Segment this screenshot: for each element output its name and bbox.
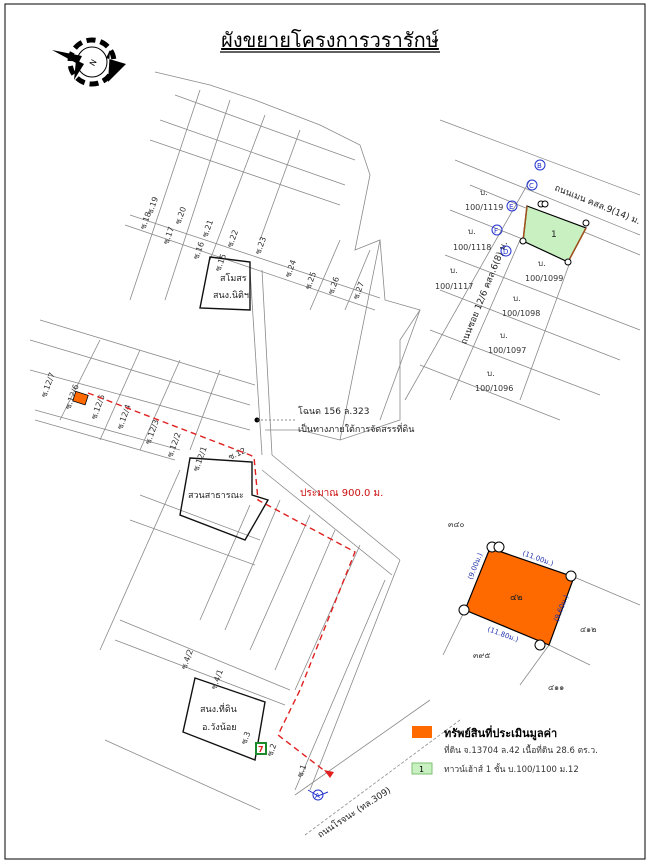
map-title: ผังขยายโครงการวรารักษ์: [221, 28, 439, 52]
north-compass-icon: N: [52, 37, 126, 87]
map-label: บ.: [487, 369, 495, 378]
route-path: [87, 392, 356, 776]
map-label: ซ.1: [295, 763, 308, 778]
map-label: D: [503, 248, 508, 256]
deed-note-label: โฉนด 156 ล.323: [298, 406, 369, 417]
deed-note-detail: เป็นทางภายใต้การจัดสรรที่ดิน: [298, 422, 414, 435]
distance-label: ประมาณ 900.0 ม.: [300, 488, 383, 499]
seven-eleven-icon: 7: [255, 742, 267, 755]
map-label: ซ.27: [351, 281, 366, 301]
map-label: ซ.12/7: [39, 371, 56, 398]
map-label: 1: [419, 765, 424, 774]
map-label: 100/1119: [465, 203, 503, 212]
map-label: ซ.3: [239, 730, 252, 745]
map-label: N: [88, 58, 99, 68]
map-label: บ.: [513, 294, 521, 303]
map-label: ซ.4/2: [179, 648, 195, 671]
map-label: B: [537, 162, 542, 170]
map-label: 100/1099: [525, 274, 563, 283]
legend-asset-detail: ที่ดิน จ.13704 ล.42 เนื้อที่ดิน 28.6 ตร.…: [444, 744, 598, 756]
map-label: ซ.12/4: [115, 403, 132, 430]
survey-markers: [491, 159, 546, 257]
main-road-label: ถนนโรจนะ (ทล.309): [316, 785, 393, 841]
map-label: ซ.12: [227, 446, 247, 462]
map-label: บ.: [480, 188, 488, 197]
legend-asset-title: ทรัพย์สินที่ประเมินมูลค่า: [444, 725, 557, 741]
map-label: ซ.18: [138, 211, 153, 231]
map-label: ซ.21: [200, 219, 215, 239]
subject-property-marker: [72, 390, 89, 406]
plot-labels: บ. 100/1119 บ. 100/1118 บ. 100/1117 บ. 100/1…: [435, 188, 563, 393]
map-label: 100/1117: [435, 282, 473, 291]
map-label: ๓๔๐: [448, 520, 465, 529]
legend-house-detail: ทาวน์เฮ้าส์ 1 ชั้น บ.100/1100 ม.12: [444, 763, 579, 775]
house-swatch: [411, 762, 433, 775]
subdivision-lines: [29, 71, 461, 836]
clubhouse-label: สโมสร: [220, 273, 247, 284]
map-label: บ.: [538, 259, 546, 268]
clubhouse-building: [199, 256, 251, 311]
inset-top-lines: [404, 119, 641, 421]
map-label: ซ.17: [161, 226, 176, 246]
map-label: ซ.12/3: [143, 418, 160, 445]
inset-bottom-lines: [442, 576, 641, 686]
map-label: 100/1097: [488, 346, 526, 355]
map-label: 100/1118: [453, 243, 491, 252]
district-label: อ.วังน้อย: [202, 722, 237, 733]
map-label: ซ.20: [173, 206, 188, 226]
map-label: E: [509, 203, 513, 211]
land-office-label: สนง.ที่ดิน: [200, 702, 237, 715]
map-label: ๓๙๕: [473, 651, 490, 660]
map-label: F: [494, 227, 498, 235]
subject-parcel: [464, 547, 575, 646]
subject-parcel-label: ๔๒: [510, 593, 523, 603]
map-label: ๔๑๒: [580, 625, 596, 634]
map-label: ซ.22: [225, 229, 240, 249]
map-label: ซ.23: [253, 236, 268, 256]
map-label: ซ.24: [283, 259, 298, 279]
map-label: ซ.26: [326, 276, 341, 296]
map-label: ๔๑๑: [548, 683, 564, 692]
map-label: บ.: [468, 227, 476, 236]
asset-swatch: [412, 726, 432, 738]
park-label: สวนสาธารณะ: [188, 491, 244, 501]
marker-a: A: [307, 789, 329, 801]
map-label: ซ.16: [191, 241, 206, 261]
legend: ทรัพย์สินที่ประเมินมูลค่า ที่ดิน จ.13704…: [411, 725, 598, 775]
map-label: บ.: [500, 331, 508, 340]
map-label: ซ.2: [265, 742, 278, 757]
map-label: ซ.12/2: [165, 431, 182, 458]
svg-text:7: 7: [258, 745, 264, 754]
juristic-office-label: สนง.นิติฯ: [213, 290, 249, 301]
map-label: 100/1096: [475, 384, 513, 393]
map-label: A: [315, 792, 320, 800]
townhouse-parcel-label: 1: [551, 230, 557, 240]
land-office-building: [182, 677, 266, 761]
map-label: C: [529, 182, 534, 190]
map-label: บ.: [450, 266, 458, 275]
map-label: 100/1098: [502, 309, 540, 318]
page-frame: [4, 3, 646, 860]
park-area: [179, 457, 270, 541]
